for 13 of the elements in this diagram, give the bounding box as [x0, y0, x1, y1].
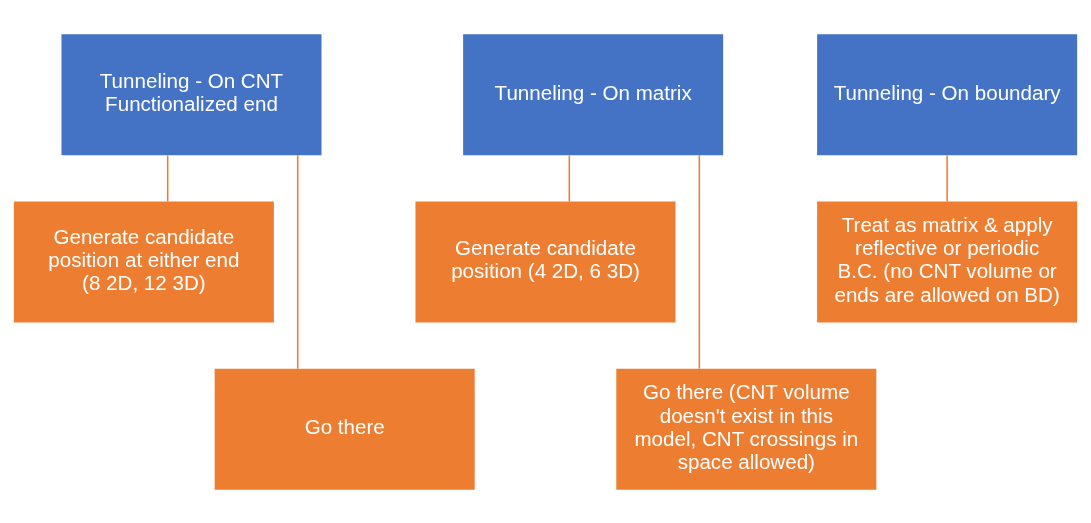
node-box: Treat as matrix & apply reflective or periodic B.C. (no CNT volume or ends are allowed on BD)	[817, 201, 1078, 322]
node-box: Tunneling - On CNT Functionalized end	[61, 33, 322, 155]
connector	[568, 154, 571, 202]
node-box: Tunneling - On matrix	[463, 33, 724, 155]
node-box: Generate candidate position (4 2D, 6 3D)	[415, 201, 676, 322]
node-box: Tunneling - On boundary	[817, 33, 1078, 155]
node-box: Generate candidate position at either end (8 2D, 12 3D)	[13, 201, 274, 322]
connector	[296, 154, 299, 369]
node-box: Go there	[214, 368, 475, 490]
connector	[166, 154, 169, 202]
node-box: Go there (CNT volume doesn't exist in this model, CNT crossings in space allowed)	[616, 368, 877, 490]
connector	[698, 154, 701, 369]
connector	[946, 154, 948, 202]
